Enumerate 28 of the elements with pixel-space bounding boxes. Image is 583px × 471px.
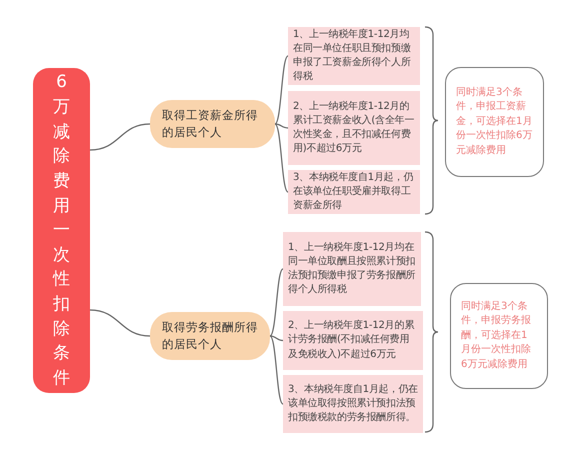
summary-box [445,67,544,177]
node-text: 3、本纳税年度自1月起，仍在该单位任职受雇并取得工资薪金所得 [293,170,414,214]
node-text: 1、上一纳税年度1-12月均在同一单位取酬且按照累计预扣法预扣预缴申报了劳务报酬所得个人所得税 [288,240,416,298]
connector-line [90,123,150,151]
category-box [150,312,270,360]
connector-line [274,123,288,129]
condition-box [283,311,423,370]
node-text: 3、本纳税年度自1月起，仍在该单位取得按照累计预扣法预扣预缴税款的劳务报酬所得。 [288,382,418,426]
title-box [33,68,90,393]
node-text: 2、上一纳税年度1-12月的累计工资薪金收入(含全年一次性奖金，且不扣减任何费用)不超过6万元 [293,100,415,156]
connector-line [270,268,284,336]
connector-line [270,335,284,342]
connector-line [90,309,150,337]
node-text: 同时满足3个条件，申报劳务报酬，可选择在1月份一次性扣除6万元减除费用 [461,300,532,372]
node-text: 取得工资薪金所得的居民个人 [162,107,259,141]
connector-line [270,336,284,404]
condition-box [283,232,421,306]
node-text: 6万减除费用一次性扣除条件 [53,71,70,390]
node-text: 1、上一纳税年度1-12月均在同一单位任职且预扣预缴申报了工资薪金所得个人所得税 [293,28,412,84]
node-text: 取得劳务报酬所得的居民个人 [162,319,258,353]
condition-box [283,375,423,433]
category-box [150,100,275,148]
connector-line [274,124,288,192]
connector-line [274,56,288,124]
node-text: 2、上一纳税年度1-12月的累计劳务报酬(不扣减任何费用及免税收入)不超过6万元 [288,319,416,362]
summary-box [450,283,548,389]
condition-box [288,91,420,165]
node-text: 同时满足3个条件，申报工资薪金，可选择在1月份一次性扣除6万元减除费用 [456,86,533,158]
